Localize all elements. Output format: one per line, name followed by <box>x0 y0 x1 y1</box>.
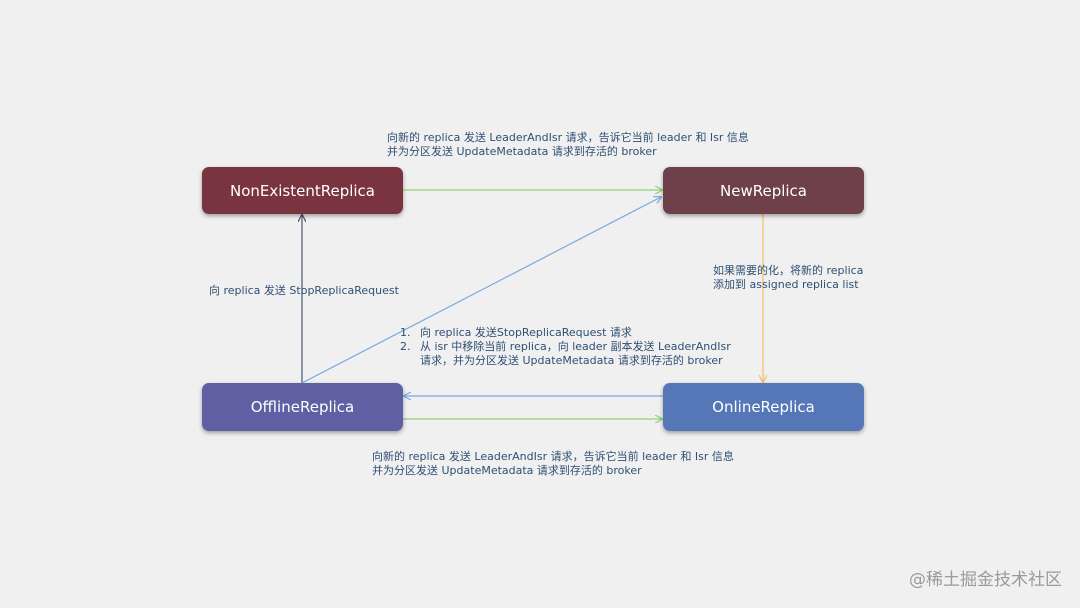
list-number: 1. <box>400 326 411 339</box>
list-text: 请求，并为分区发送 UpdateMetadata 请求到存活的 broker <box>420 354 723 367</box>
node-nonexistent-replica: NonExistentReplica <box>202 167 403 214</box>
label-line: 向新的 replica 发送 LeaderAndIsr 请求，告诉它当前 lea… <box>372 450 734 463</box>
label-line: 并为分区发送 UpdateMetadata 请求到存活的 broker <box>387 145 657 158</box>
label-offline-to-nonexistent: 向 replica 发送 StopReplicaRequest <box>209 284 399 298</box>
label-line: 向新的 replica 发送 LeaderAndIsr 请求，告诉它当前 lea… <box>387 131 749 144</box>
list-item: 2. 从 isr 中移除当前 replica，向 leader 副本发送 Lea… <box>400 340 731 354</box>
list-text: 从 isr 中移除当前 replica，向 leader 副本发送 Leader… <box>420 340 731 353</box>
node-offline-replica: OfflineReplica <box>202 383 403 431</box>
edge-offline-to-new <box>301 197 661 384</box>
list-item-continuation: 请求，并为分区发送 UpdateMetadata 请求到存活的 broker <box>400 354 731 368</box>
label-new-to-online: 如果需要的化，将新的 replica 添加到 assigned replica … <box>713 264 863 292</box>
label-online-to-offline: 1. 向 replica 发送StopReplicaRequest 请求 2. … <box>400 326 731 368</box>
label-line: 添加到 assigned replica list <box>713 278 859 291</box>
label-nonexistent-to-new: 向新的 replica 发送 LeaderAndIsr 请求，告诉它当前 lea… <box>387 131 749 159</box>
node-new-replica: NewReplica <box>663 167 864 214</box>
list-text: 向 replica 发送StopReplicaRequest 请求 <box>420 326 632 339</box>
label-line: 并为分区发送 UpdateMetadata 请求到存活的 broker <box>372 464 642 477</box>
node-online-replica: OnlineReplica <box>663 383 864 431</box>
list-item: 1. 向 replica 发送StopReplicaRequest 请求 <box>400 326 731 340</box>
list-number: 2. <box>400 340 411 353</box>
label-line: 如果需要的化，将新的 replica <box>713 264 864 277</box>
label-offline-to-online: 向新的 replica 发送 LeaderAndIsr 请求，告诉它当前 lea… <box>372 450 734 478</box>
watermark: @稀土掘金技术社区 <box>909 570 1062 590</box>
label-line: 向 replica 发送 StopReplicaRequest <box>209 284 399 297</box>
